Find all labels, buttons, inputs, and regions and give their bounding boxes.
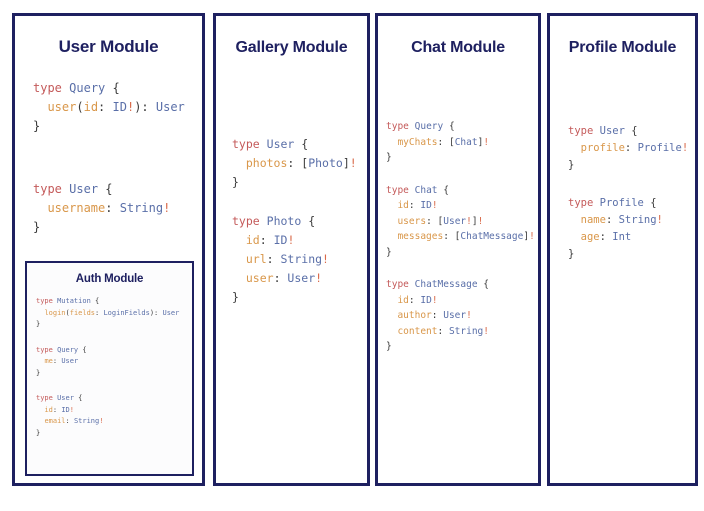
panel-profile-module: Profile Module type User { profile: Prof… (547, 13, 698, 486)
code-block-chat-type: type Chat { id: ID! users: [User!]! mess… (386, 184, 535, 258)
code-block-chat-message: type ChatMessage { id: ID! author: User!… (386, 279, 490, 352)
panel-auth-module: Auth Module type Mutation { login(fields… (25, 261, 194, 476)
code-block-auth-user: type User { id: ID! email: String! } (36, 394, 104, 437)
panel-title-profile-module: Profile Module (568, 39, 677, 56)
code-block-user-type: type User { username: String! } (33, 182, 171, 234)
code-block-chat-query: type Query { myChats: [Chat]! } (386, 121, 490, 163)
code-block-auth-query: type Query { me: User } (36, 345, 87, 377)
code-block-gallery-user: type User { photos: [Photo]! } (232, 137, 357, 189)
panel-gallery-module: Gallery Module type User { photos: [Phot… (213, 13, 370, 486)
panel-user-module: User Module type Query { user(id: ID!): … (12, 13, 205, 486)
code-block-gallery-photo: type Photo { id: ID! url: String! user: … (232, 214, 329, 304)
panel-title-gallery-module: Gallery Module (235, 39, 348, 56)
panel-title-chat-module: Chat Module (411, 39, 505, 56)
panel-title-user-module: User Module (58, 37, 159, 56)
code-block-auth-mutation: type Mutation { login(fields: LoginField… (36, 297, 180, 328)
panel-title-auth-module: Auth Module (75, 273, 144, 285)
panel-chat-module: Chat Module type Query { myChats: [Chat]… (375, 13, 541, 486)
code-block-user-query: type Query { user(id: ID!): User } (33, 81, 185, 133)
code-block-profile-user: type User { profile: Profile! } (568, 125, 689, 171)
code-block-profile-type: type Profile { name: String! age: Int } (568, 197, 663, 260)
